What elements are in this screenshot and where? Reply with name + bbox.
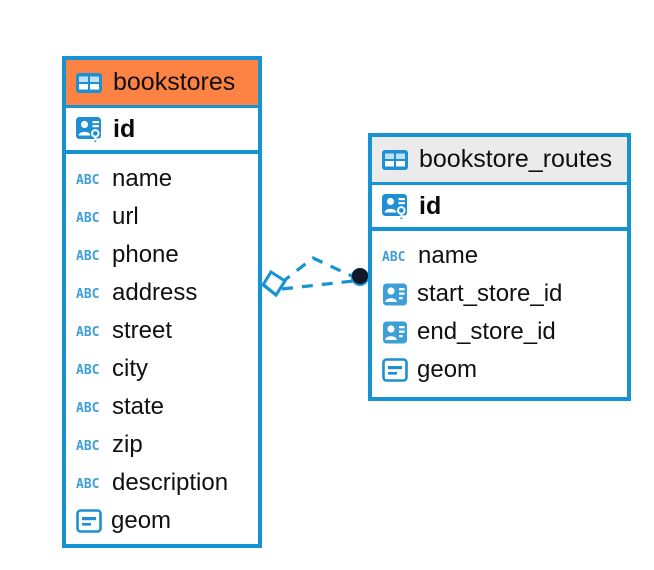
svg-text:ABC: ABC (76, 287, 99, 302)
entity-bookstores[interactable]: bookstores id ABC name (62, 56, 262, 548)
field-label: description (112, 469, 229, 496)
abc-text-type-icon: ABC (76, 439, 99, 454)
field-label: geom (111, 507, 172, 534)
entity-title: bookstore_routes (419, 145, 613, 173)
svg-text:ABC: ABC (76, 363, 99, 378)
field-row-geom[interactable]: geom (66, 502, 258, 540)
table-icon (76, 72, 102, 93)
svg-text:ABC: ABC (76, 249, 99, 264)
relationship-endpoint-circle (351, 268, 369, 286)
field-row-end-store-id[interactable]: end_store_id (372, 313, 627, 351)
field-row-state[interactable]: ABC state (66, 388, 258, 426)
crows-foot-diamond-icon (261, 269, 288, 298)
field-label: street (112, 317, 173, 344)
field-list-bookstores: ABC name ABC url ABC phone ABC (66, 154, 258, 548)
primary-key-label: id (113, 114, 136, 143)
field-label: address (112, 279, 198, 306)
primary-key-icon (382, 193, 407, 219)
abc-text-type-icon: ABC (76, 211, 99, 226)
abc-text-type-icon: ABC (76, 363, 99, 378)
primary-key-row-bookstores[interactable]: id (66, 108, 258, 154)
field-label: geom (417, 356, 478, 383)
field-label: zip (112, 431, 143, 458)
abc-text-type-icon: ABC (382, 250, 405, 265)
field-list-bookstore-routes: ABC name start_store_id (372, 231, 627, 397)
primary-key-row-bookstore-routes[interactable]: id (372, 185, 627, 231)
field-label: end_store_id (417, 318, 556, 345)
abc-text-type-icon: ABC (76, 287, 99, 302)
svg-text:ABC: ABC (76, 211, 99, 226)
foreign-key-icon (383, 283, 407, 305)
geometry-type-icon (76, 509, 102, 533)
table-icon (382, 149, 408, 170)
svg-text:ABC: ABC (76, 439, 99, 454)
field-label: url (112, 203, 139, 230)
entity-title: bookstores (113, 68, 236, 96)
primary-key-icon (76, 116, 101, 142)
svg-text:ABC: ABC (382, 250, 405, 265)
field-label: phone (112, 241, 179, 268)
field-label: city (112, 355, 148, 382)
abc-text-type-icon: ABC (76, 477, 99, 492)
abc-text-type-icon: ABC (76, 249, 99, 264)
field-row-zip[interactable]: ABC zip (66, 426, 258, 464)
svg-text:ABC: ABC (76, 173, 99, 188)
abc-text-type-icon: ABC (76, 401, 99, 416)
entity-bookstore-routes[interactable]: bookstore_routes id ABC name (368, 133, 631, 401)
field-row-start-store-id[interactable]: start_store_id (372, 275, 627, 313)
relationship-line-lower (281, 279, 354, 291)
field-row-url[interactable]: ABC url (66, 198, 258, 236)
geometry-type-icon (382, 358, 408, 382)
relationship-line-upper (280, 256, 355, 285)
field-label: start_store_id (417, 280, 563, 307)
field-row-name[interactable]: ABC name (66, 160, 258, 198)
field-row-geom[interactable]: geom (372, 351, 627, 389)
svg-text:ABC: ABC (76, 401, 99, 416)
field-row-street[interactable]: ABC street (66, 312, 258, 350)
field-row-description[interactable]: ABC description (66, 464, 258, 502)
field-label: name (112, 165, 173, 192)
field-row-address[interactable]: ABC address (66, 274, 258, 312)
entity-header-bookstores[interactable]: bookstores (66, 60, 258, 108)
foreign-key-icon (383, 321, 407, 343)
entity-header-bookstore-routes[interactable]: bookstore_routes (372, 137, 627, 185)
field-label: state (112, 393, 165, 420)
svg-text:ABC: ABC (76, 325, 99, 340)
field-row-city[interactable]: ABC city (66, 350, 258, 388)
svg-text:ABC: ABC (76, 477, 99, 492)
abc-text-type-icon: ABC (76, 325, 99, 340)
field-row-phone[interactable]: ABC phone (66, 236, 258, 274)
field-row-name[interactable]: ABC name (372, 237, 627, 275)
primary-key-label: id (419, 191, 442, 220)
abc-text-type-icon: ABC (76, 173, 99, 188)
field-label: name (418, 242, 479, 269)
